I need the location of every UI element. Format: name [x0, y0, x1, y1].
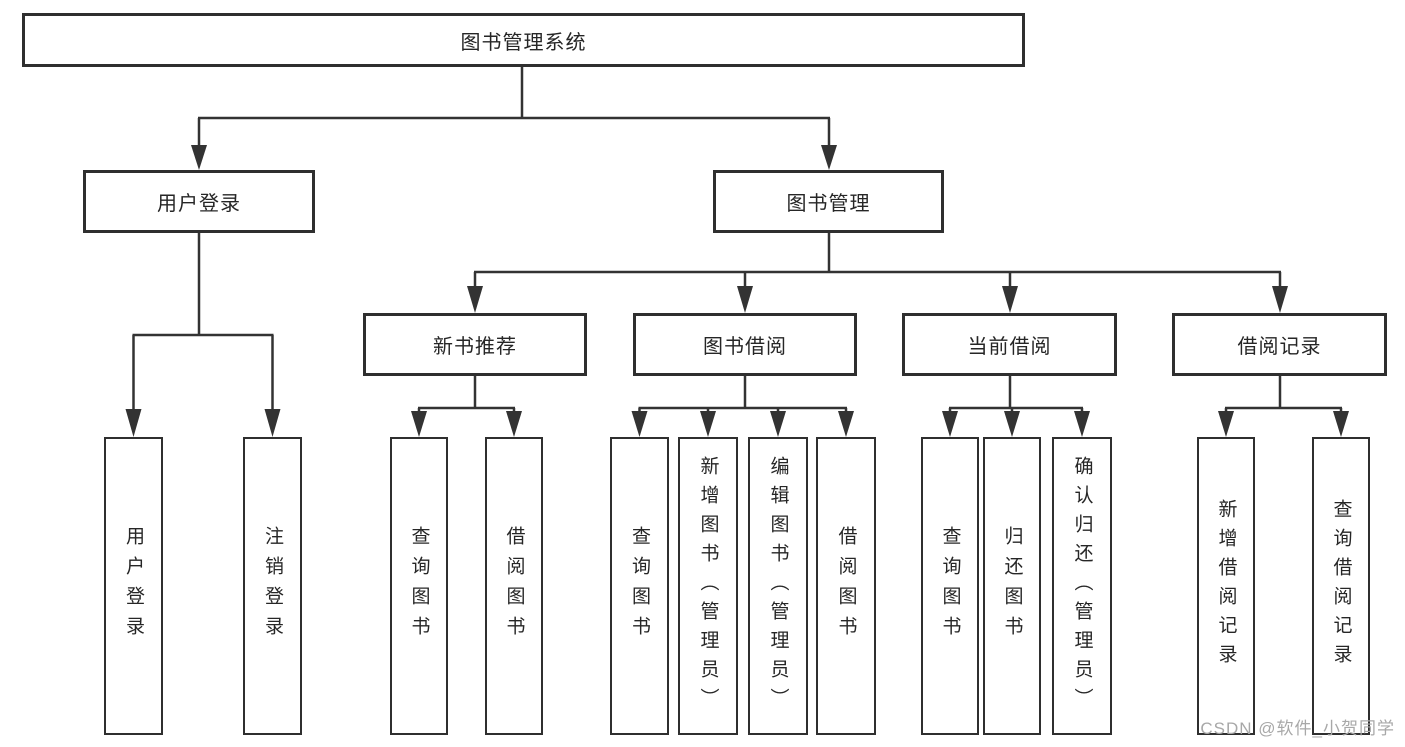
node-leaf-borrow-books-recommend: 借阅图书 [485, 437, 543, 735]
node-leaf-borrow-books-recommend-label: 借阅图书 [503, 526, 525, 646]
node-user-login-label: 用户登录 [157, 193, 241, 215]
node-leaf-confirm-return-admin: 确认归还（管理员） [1052, 437, 1112, 735]
node-library-system: 图书管理系统 [22, 13, 1025, 67]
node-current-borrowing: 当前借阅 [902, 313, 1117, 376]
node-leaf-confirm-return-admin-label: 确认归还（管理员） [1071, 455, 1093, 717]
node-leaf-query-books-recommend-label: 查询图书 [408, 526, 430, 646]
node-book-borrowing: 图书借阅 [633, 313, 857, 376]
node-leaf-edit-book-admin: 编辑图书（管理员） [748, 437, 808, 735]
node-leaf-add-borrow-record-label: 新增借阅记录 [1215, 499, 1237, 673]
node-leaf-edit-book-admin-label: 编辑图书（管理员） [767, 455, 789, 717]
node-leaf-borrow-books-borrowing-label: 借阅图书 [835, 526, 857, 646]
node-borrowing-records-label: 借阅记录 [1237, 336, 1322, 358]
csdn-watermark: CSDN @软件_小贺同学 [1200, 719, 1395, 738]
node-user-login: 用户登录 [83, 170, 315, 233]
node-leaf-return-books: 归还图书 [983, 437, 1041, 735]
node-leaf-logout: 注销登录 [243, 437, 302, 735]
node-leaf-user-login-label: 用户登录 [123, 526, 144, 646]
node-book-management-label: 图书管理 [786, 193, 871, 215]
node-leaf-query-borrow-record: 查询借阅记录 [1312, 437, 1370, 735]
node-leaf-query-books-borrowing: 查询图书 [610, 437, 669, 735]
node-leaf-query-borrow-record-label: 查询借阅记录 [1330, 499, 1352, 673]
node-leaf-query-books-current-label: 查询图书 [939, 526, 961, 646]
node-leaf-add-borrow-record: 新增借阅记录 [1197, 437, 1255, 735]
node-new-book-recommendation: 新书推荐 [363, 313, 587, 376]
node-leaf-user-login: 用户登录 [104, 437, 163, 735]
node-leaf-borrow-books-borrowing: 借阅图书 [816, 437, 876, 735]
node-book-management: 图书管理 [713, 170, 944, 233]
node-library-system-label: 图书管理系统 [460, 31, 587, 54]
node-leaf-query-books-current: 查询图书 [921, 437, 979, 735]
node-current-borrowing-label: 当前借阅 [967, 336, 1052, 358]
node-leaf-return-books-label: 归还图书 [1001, 526, 1023, 646]
node-leaf-query-books-borrowing-label: 查询图书 [629, 526, 650, 646]
node-borrowing-records: 借阅记录 [1172, 313, 1387, 376]
node-leaf-add-book-admin-label: 新增图书（管理员） [697, 455, 719, 717]
node-new-book-recommendation-label: 新书推荐 [433, 336, 517, 358]
arrowhead-icons [125, 145, 1349, 437]
node-book-borrowing-label: 图书借阅 [703, 336, 787, 358]
node-leaf-query-books-recommend: 查询图书 [390, 437, 448, 735]
node-leaf-logout-label: 注销登录 [262, 526, 283, 646]
node-leaf-add-book-admin: 新增图书（管理员） [678, 437, 738, 735]
